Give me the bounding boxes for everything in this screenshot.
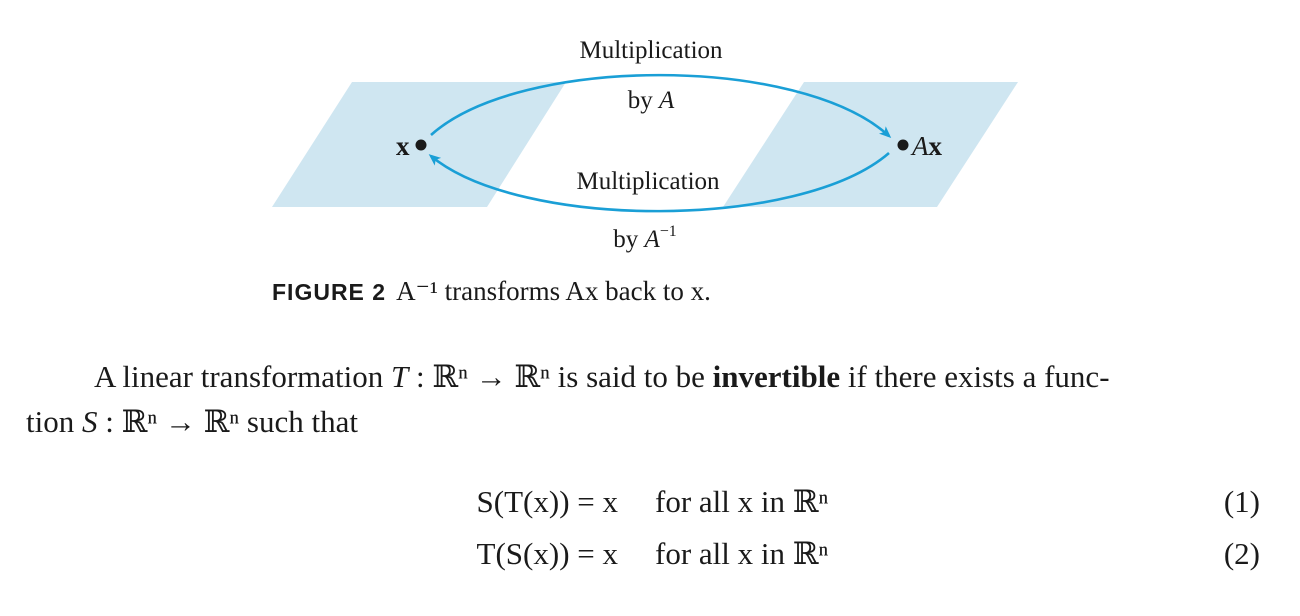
equation-2-condition: for all x in ℝⁿ <box>655 536 829 571</box>
math-mapping: : ℝⁿ → ℝⁿ <box>408 359 550 394</box>
equation-1-condition: for all x in ℝⁿ <box>655 484 829 519</box>
figure-2: x Ax Multiplication by A Multiplication … <box>0 0 1300 270</box>
equation-2-lhs: T(S(x)) = x <box>476 536 618 571</box>
point-ax <box>897 139 909 151</box>
point-x <box>415 139 427 151</box>
paragraph-text: A linear transformation <box>94 359 391 394</box>
equation-2-number: (2) <box>1223 536 1260 571</box>
paragraph-text: such that <box>239 404 358 439</box>
math-S: S <box>81 404 98 439</box>
multiplication-by-a-arrow <box>430 73 892 139</box>
definition-paragraph: A linear transformation T : ℝⁿ → ℝⁿ is s… <box>26 354 1276 444</box>
paragraph-line-2: tion S : ℝⁿ → ℝⁿ such that <box>26 399 1276 444</box>
top-arrow-label-line1: Multiplication <box>579 37 723 64</box>
top-arrow-label-line2: by A <box>628 87 675 114</box>
point-x-label: x <box>396 131 410 161</box>
paragraph-text: is said to be <box>549 359 713 394</box>
equation-1: S(T(x)) = x for all x in ℝⁿ (1) <box>0 484 1300 528</box>
equation-2: T(S(x)) = x for all x in ℝⁿ (2) <box>0 536 1300 580</box>
term-invertible: invertible <box>712 359 841 394</box>
paragraph-line-1: A linear transformation T : ℝⁿ → ℝⁿ is s… <box>26 354 1276 399</box>
bottom-arrow-label-line2: by A−1 <box>613 223 677 253</box>
paragraph-text: if there exists a func- <box>840 359 1110 394</box>
figure-caption: FIGURE 2 A⁻¹ transforms Ax back to x. <box>272 276 711 307</box>
bottom-arrow-label-line1: Multiplication <box>576 168 720 195</box>
figure-2-diagram: x Ax Multiplication by A Multiplication … <box>272 37 1018 253</box>
math-mapping: : ℝⁿ → ℝⁿ <box>97 404 240 439</box>
paragraph-text: tion <box>26 404 82 439</box>
figure-caption-label: FIGURE 2 <box>272 279 387 305</box>
multiplication-by-a-inverse-arrow <box>428 152 890 213</box>
point-ax-label: Ax <box>910 131 943 161</box>
codomain-plane <box>723 82 1018 207</box>
equation-1-lhs: S(T(x)) = x <box>476 484 618 519</box>
equation-1-number: (1) <box>1223 484 1260 519</box>
figure-caption-text: A⁻¹ transforms Ax back to x. <box>396 276 711 306</box>
math-T: T <box>391 359 409 394</box>
